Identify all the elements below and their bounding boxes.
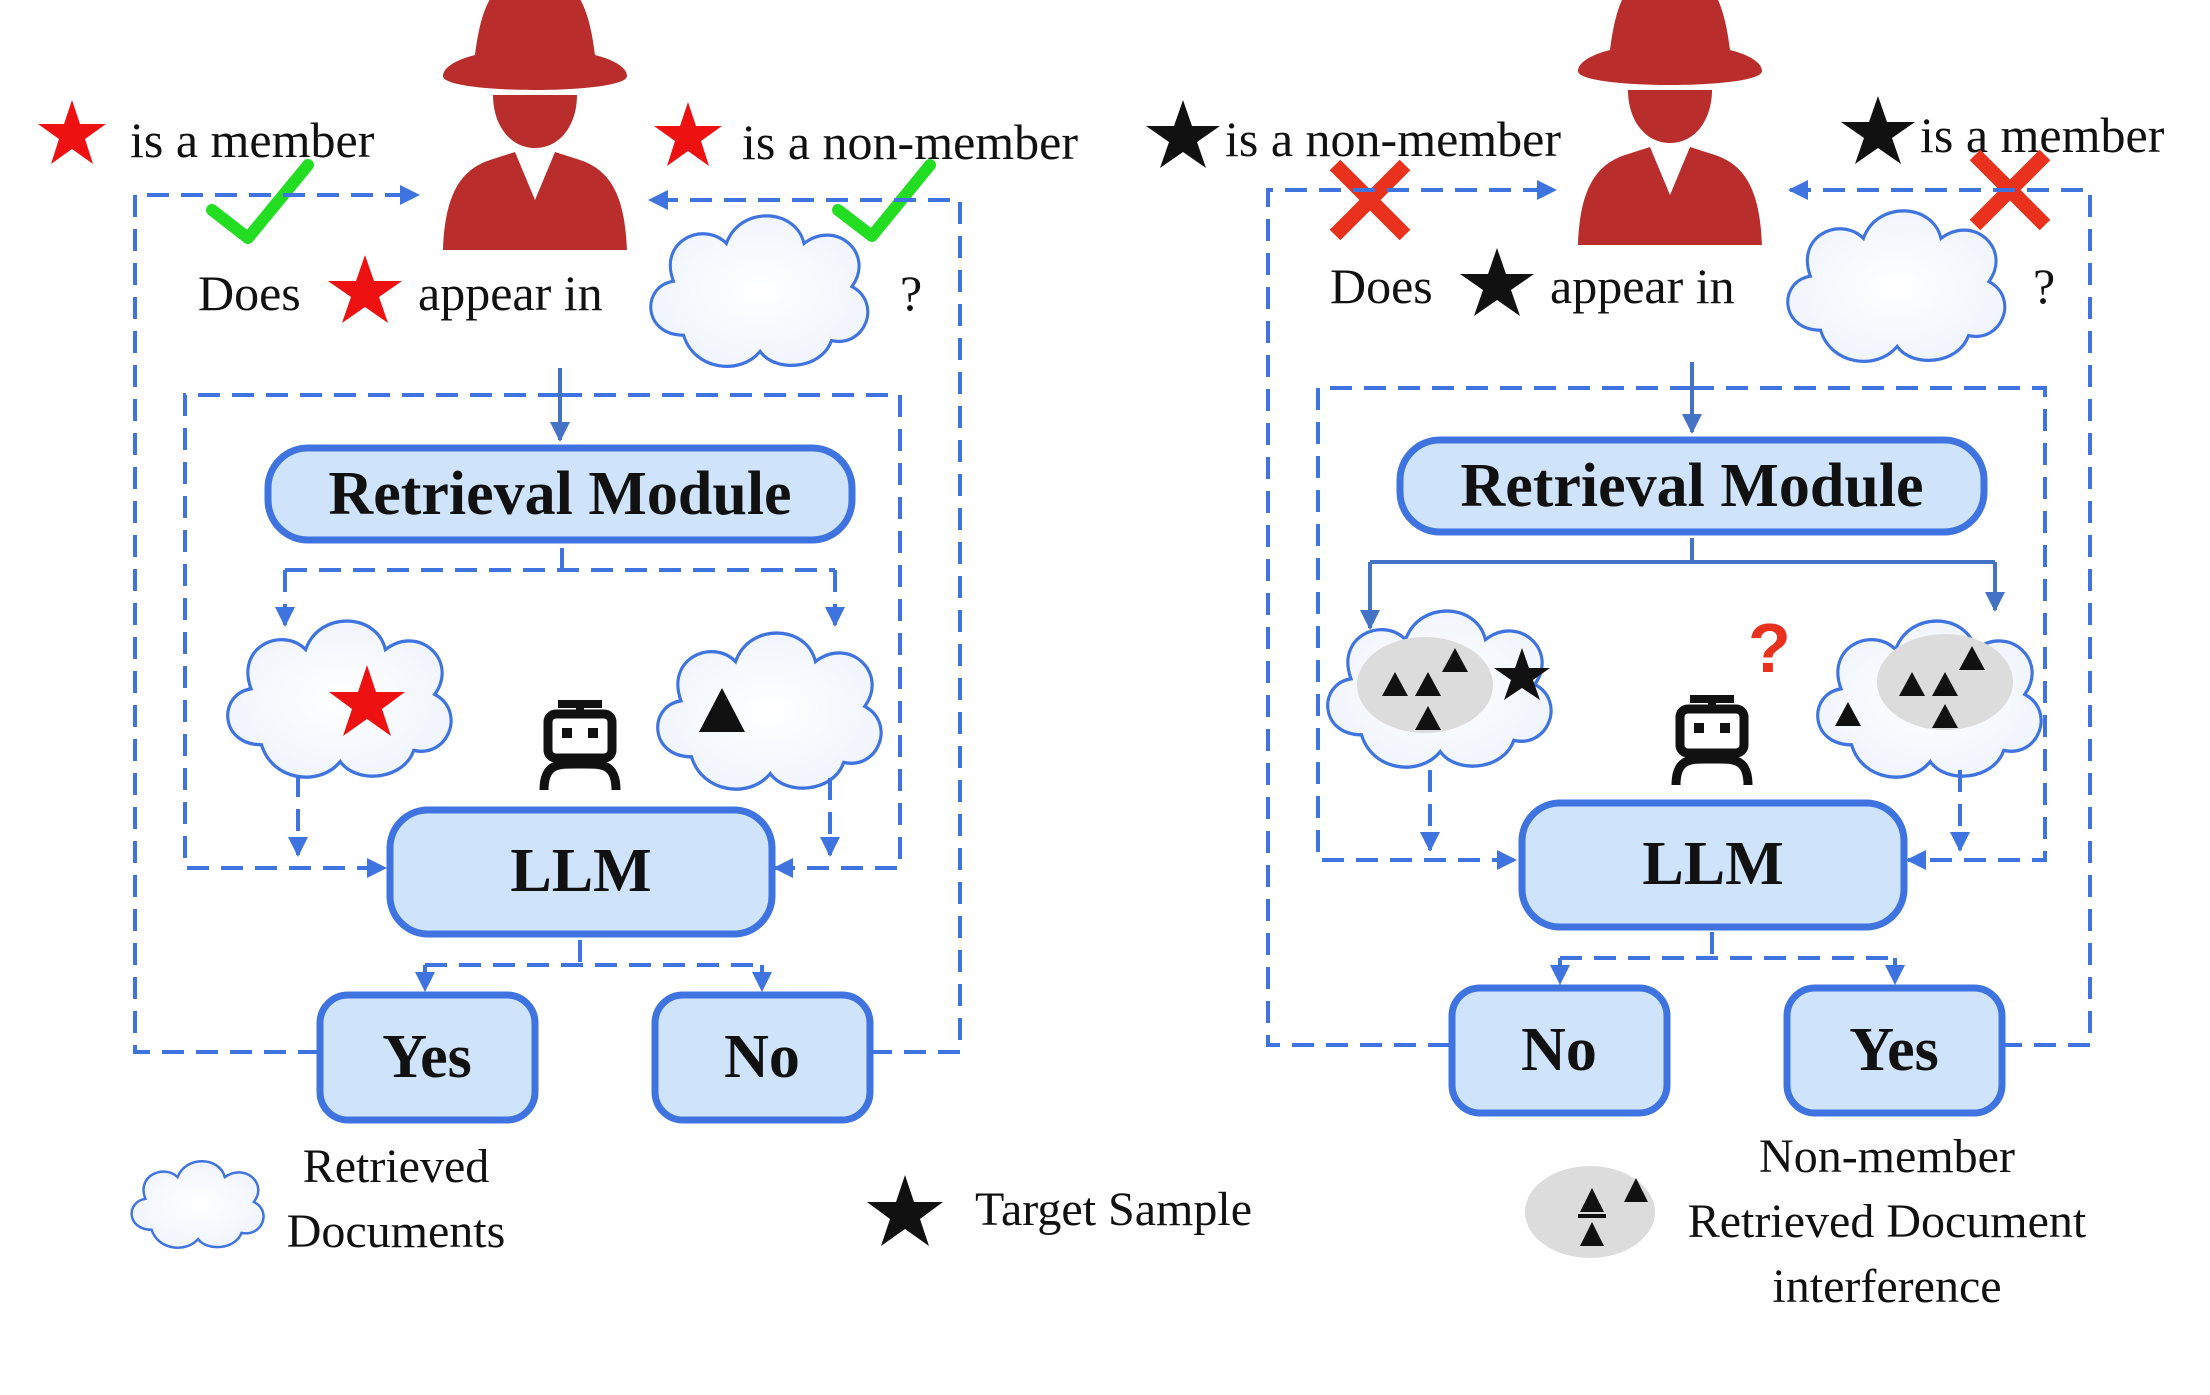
red-star-icon [38, 100, 106, 164]
retrieval-module-label: Retrieval Module [328, 460, 791, 528]
caption-nonmember: is a non-member [1225, 111, 1561, 167]
legend: Retrieved Documents Target Sample Non-me… [130, 1130, 2087, 1313]
green-check-icon [206, 159, 314, 244]
retrieval-module-label: Retrieval Module [1460, 452, 1923, 520]
uncertain-question-mark: ? [1748, 609, 1791, 687]
green-check-icon [832, 159, 936, 242]
yes-label: Yes [1849, 1016, 1939, 1084]
attacker-spy-icon [443, 0, 627, 251]
triangle-cluster-icon [1382, 648, 1468, 730]
question-does: Does [1330, 258, 1433, 314]
triangle-icon [699, 688, 745, 732]
retrieved-document-cloud-icon [656, 631, 883, 791]
llm-robot-icon [544, 700, 616, 790]
black-star-icon [1460, 248, 1534, 316]
llm-box [386, 806, 776, 938]
red-cross-icon [1329, 159, 1411, 241]
legend-interference-line1: Non-member [1759, 1130, 2015, 1183]
question-appear-in: appear in [418, 265, 603, 321]
knowledge-base-cloud-icon [649, 214, 870, 369]
black-star-icon [1146, 100, 1220, 168]
black-star-icon [867, 1175, 943, 1246]
question-mark: ? [900, 265, 922, 321]
llm-label: LLM [1642, 830, 1783, 898]
question-mark: ? [2033, 258, 2055, 314]
caption-member: is a member [130, 112, 375, 168]
llm-label: LLM [510, 837, 651, 905]
left-panel: is a member is a non-member Does appear … [38, 0, 1078, 1124]
legend-retrieved-line2: Documents [287, 1205, 506, 1258]
attacker-spy-icon [1578, 0, 1762, 246]
no-label: No [724, 1023, 800, 1091]
retrieval-module-box [264, 444, 856, 544]
no-label: No [1521, 1016, 1597, 1084]
red-star-icon [328, 255, 402, 323]
red-star-icon [329, 665, 405, 736]
knowledge-base-cloud-icon [1786, 209, 2007, 364]
legend-triangle-cluster-icon [1578, 1178, 1648, 1246]
caption-nonmember: is a non-member [742, 114, 1078, 170]
black-star-icon [1494, 648, 1550, 700]
llm-robot-icon [1676, 695, 1748, 785]
yes-box [316, 991, 539, 1124]
yes-box [1783, 984, 2006, 1117]
no-box [651, 991, 874, 1124]
legend-target-sample: Target Sample [975, 1183, 1252, 1236]
retrieval-module-box [1396, 436, 1988, 536]
question-does: Does [198, 265, 301, 321]
question-appear-in: appear in [1550, 258, 1735, 314]
black-star-icon [1841, 96, 1915, 164]
legend-retrieved-line1: Retrieved [303, 1140, 490, 1193]
triangle-cluster-icon [1835, 646, 1985, 728]
no-box [1448, 984, 1671, 1117]
red-star-icon [654, 102, 722, 166]
legend-interference-line2: Retrieved Document [1688, 1195, 2087, 1248]
legend-interference-line3: interference [1772, 1260, 2001, 1313]
llm-box [1518, 799, 1908, 931]
legend-cloud-icon [130, 1160, 265, 1249]
yes-label: Yes [382, 1023, 472, 1091]
right-panel: is a non-member is a member Does appear … [1146, 0, 2165, 1117]
